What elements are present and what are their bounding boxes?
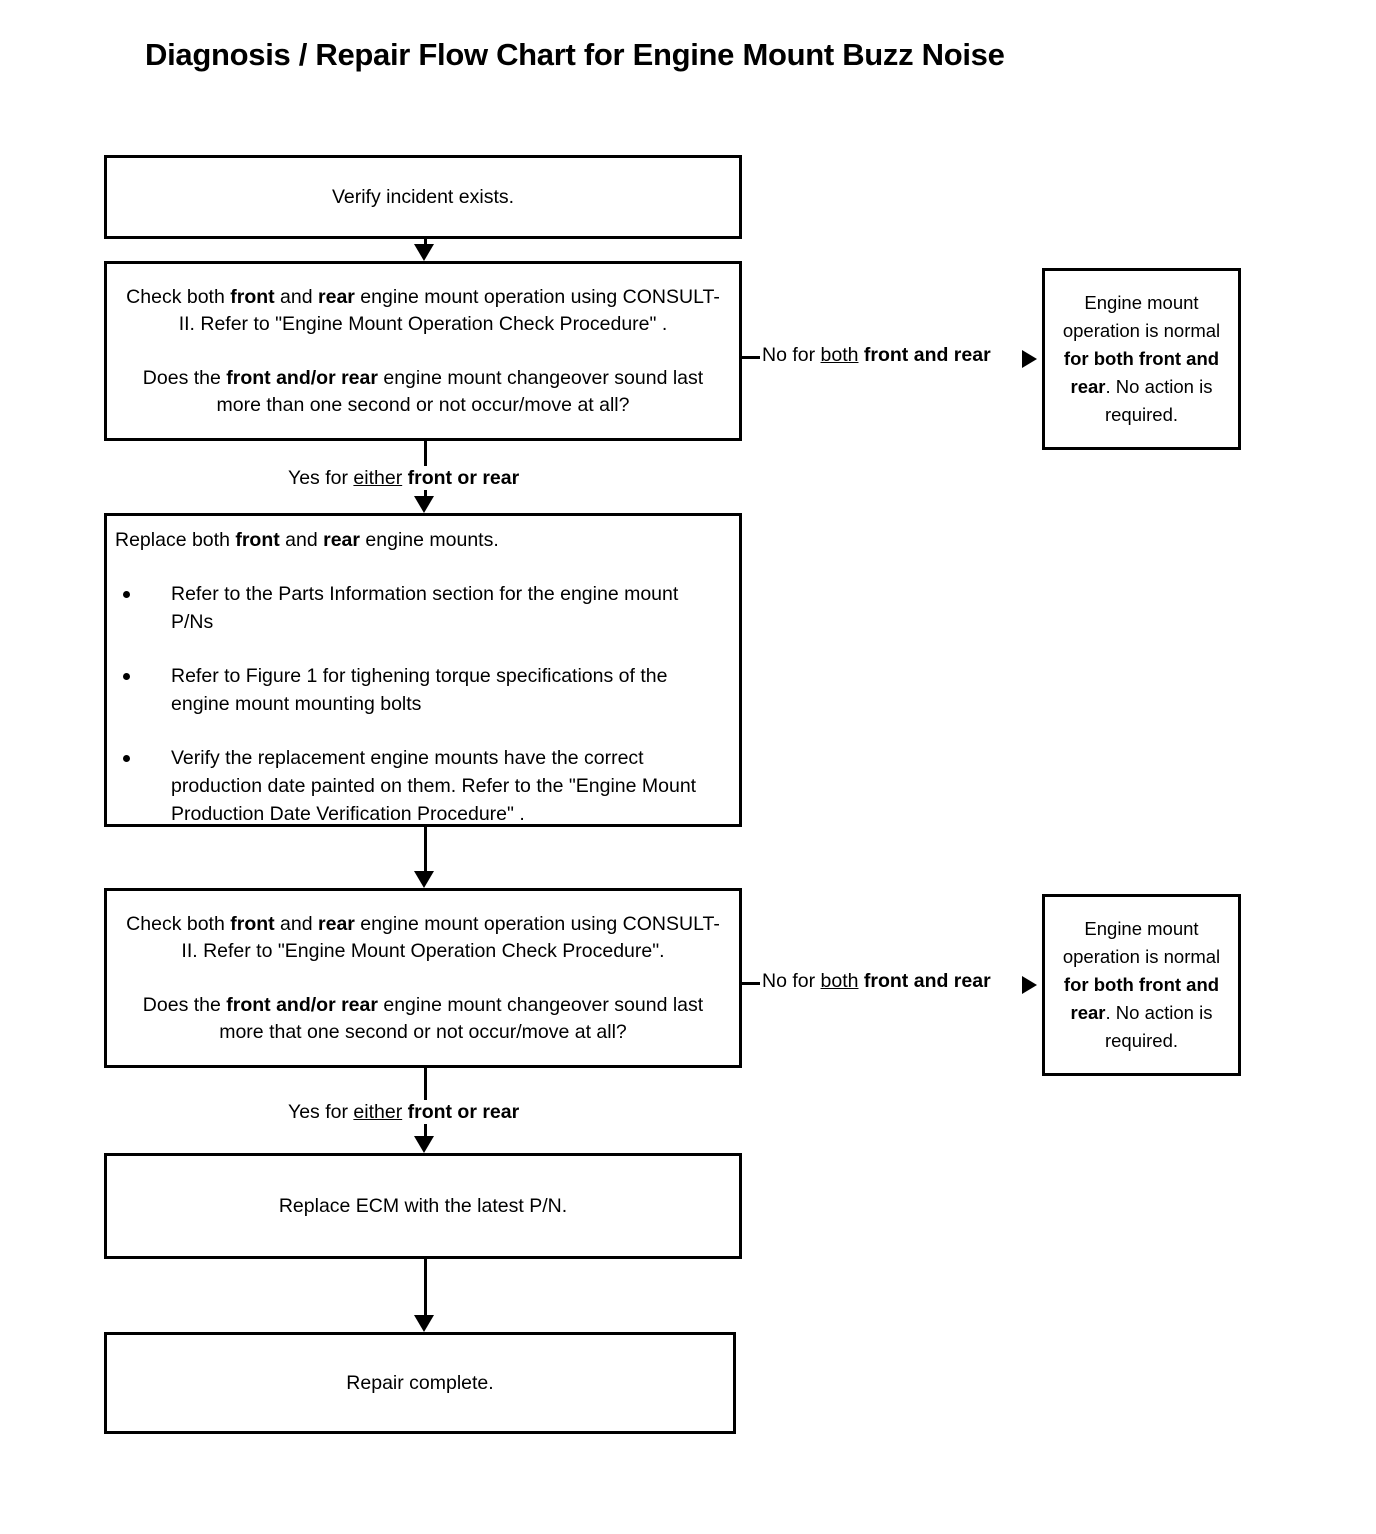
edge-label-yes-1: Yes for either front or rear: [286, 466, 522, 490]
list-item-text: Verify the replacement engine mounts hav…: [171, 747, 697, 825]
node-operation-normal-1[interactable]: Engine mount operation is normal for bot…: [1042, 268, 1241, 450]
arrow-right-icon: [1022, 976, 1037, 994]
arrow-down-icon: [414, 496, 434, 513]
arrow-down-icon: [414, 1315, 434, 1332]
replace-bullet-list: Refer to the Parts Information section f…: [113, 580, 725, 828]
node-check2-line1: Check both front and rear engine mount o…: [126, 912, 720, 962]
connector-replace-to-check2: [424, 827, 427, 882]
node-check1-line1: Check both front and rear engine mount o…: [126, 285, 720, 335]
connector-check2-to-normal2: [742, 982, 760, 985]
node-normal1-text: Engine mount operation is normal for bot…: [1062, 292, 1221, 425]
node-verify-incident[interactable]: Verify incident exists.: [104, 155, 742, 239]
arrow-down-icon: [414, 871, 434, 888]
node-verify-text: Verify incident exists.: [331, 185, 515, 208]
list-item-text: Refer to Figure 1 for tighening torque s…: [171, 665, 668, 715]
connector-ecm-to-done: [424, 1259, 427, 1325]
node-replace-lead: Replace both front and rear engine mount…: [115, 529, 499, 551]
arrow-right-icon: [1022, 350, 1037, 368]
node-ecm-text: Replace ECM with the latest P/N.: [278, 1194, 568, 1217]
bullet-icon: [123, 673, 130, 680]
node-repair-complete[interactable]: Repair complete.: [104, 1332, 736, 1434]
node-check-operation-1[interactable]: Check both front and rear engine mount o…: [104, 261, 742, 441]
node-check-operation-2[interactable]: Check both front and rear engine mount o…: [104, 888, 742, 1068]
node-normal2-text: Engine mount operation is normal for bot…: [1062, 918, 1221, 1051]
list-item-text: Refer to the Parts Information section f…: [171, 583, 679, 633]
edge-label-no-1: No for both front and rear: [760, 343, 993, 367]
arrow-down-icon: [414, 244, 434, 261]
page-title: Diagnosis / Repair Flow Chart for Engine…: [145, 37, 1005, 72]
edge-label-yes-2: Yes for either front or rear: [286, 1100, 522, 1124]
connector-check1-to-normal1: [742, 356, 760, 359]
list-item: Refer to Figure 1 for tighening torque s…: [113, 662, 725, 718]
bullet-icon: [123, 591, 130, 598]
edge-label-no-2: No for both front and rear: [760, 969, 993, 993]
list-item: Verify the replacement engine mounts hav…: [113, 744, 725, 828]
node-replace-engine-mounts[interactable]: Replace both front and rear engine mount…: [104, 513, 742, 827]
node-done-text: Repair complete.: [346, 1371, 494, 1394]
node-check1-line2: Does the front and/or rear engine mount …: [142, 366, 704, 416]
bullet-icon: [123, 755, 130, 762]
node-replace-ecm[interactable]: Replace ECM with the latest P/N.: [104, 1153, 742, 1259]
list-item: Refer to the Parts Information section f…: [113, 580, 725, 636]
node-operation-normal-2[interactable]: Engine mount operation is normal for bot…: [1042, 894, 1241, 1076]
node-check2-line2: Does the front and/or rear engine mount …: [142, 993, 704, 1043]
arrow-down-icon: [414, 1136, 434, 1153]
